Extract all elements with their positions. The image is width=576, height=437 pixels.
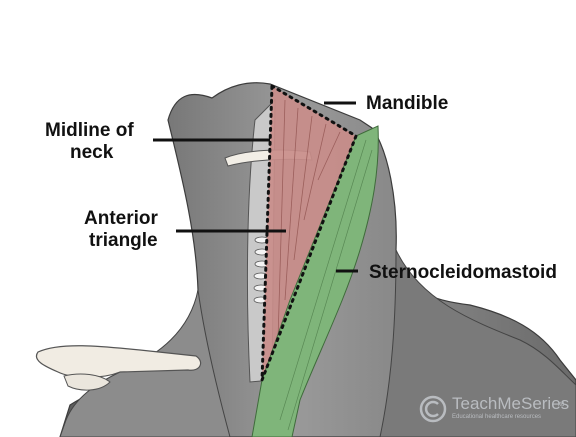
label-mandible: Mandible: [366, 93, 449, 114]
clavicle: [35, 345, 202, 378]
watermark-tagline: Educational healthcare resources: [452, 414, 542, 420]
anterior-triangle-outline: [260, 83, 358, 381]
label-sternocleidomastoid: Sternocleidomastoid: [369, 262, 557, 283]
watermark: TeachMeSeries ltd Educational healthcare…: [418, 392, 570, 428]
right-shoulder-muscle: [379, 249, 576, 437]
copyright-circle-icon: [419, 395, 447, 423]
clavicle-end: [63, 373, 111, 391]
watermark-suffix: ltd: [558, 402, 565, 408]
watermark-brand: TeachMeSeries: [452, 394, 570, 413]
anterior-triangle-fibres: [277, 99, 341, 341]
label-midline-of-neck-line1: Midline of: [45, 120, 134, 141]
label-anterior-triangle-line1: Anterior: [84, 208, 158, 229]
label-midline-of-neck-line2: neck: [70, 142, 114, 163]
sternocleidomastoid-fibres: [279, 139, 373, 431]
anterior-triangle-region: [262, 86, 356, 380]
label-anterior-triangle-line2: triangle: [89, 230, 158, 251]
